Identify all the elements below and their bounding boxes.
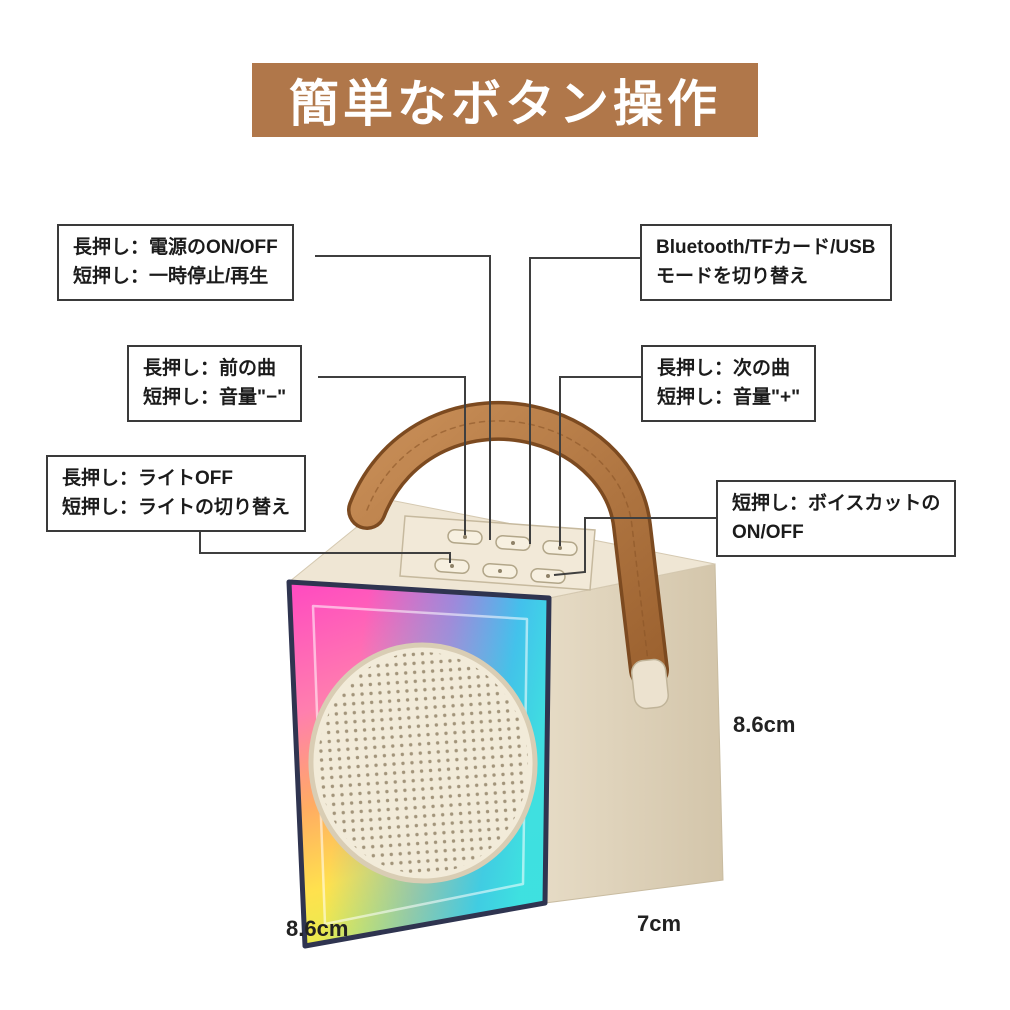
handle-clip	[631, 658, 669, 710]
callout-prev-line1: 長押し：前の曲	[143, 358, 277, 379]
callout-power: 長押し：電源のON/OFF 短押し：一時停止/再生	[57, 224, 294, 301]
callout-next-line1: 長押し：次の曲	[657, 358, 791, 379]
dimension-width-label: 8.6cm	[286, 916, 349, 941]
dimension-height-label: 8.6cm	[733, 712, 796, 737]
speaker-illustration	[286, 400, 724, 949]
dimension-depth-label: 7cm	[637, 911, 682, 936]
callout-voice-line2: ON/OFF	[732, 521, 804, 543]
callout-mode-line1: Bluetooth/TFカード/USB	[656, 237, 876, 258]
speaker-grille	[308, 642, 538, 884]
callout-prev-line2: 短押し：音量"−"	[143, 386, 287, 408]
callout-power-line2: 短押し：一時停止/再生	[73, 265, 269, 287]
callout-previous-song: 長押し：前の曲 短押し：音量"−"	[127, 345, 303, 422]
front-panel-inner-frame	[311, 604, 529, 926]
callout-next-song: 長押し：次の曲 短押し：音量"+"	[641, 345, 817, 422]
callout-light: 長押し：ライトOFF 短押し：ライトの切り替え	[46, 455, 307, 532]
speaker-front-panel	[286, 579, 552, 949]
callout-mode-line2: モードを切り替え	[656, 265, 809, 287]
callout-next-line2: 短押し：音量"+"	[657, 386, 801, 408]
callout-light-line1: 長押し：ライトOFF	[62, 468, 233, 489]
callout-mode: Bluetooth/TFカード/USB モードを切り替え	[640, 224, 892, 301]
callout-light-line2: 短押し：ライトの切り替え	[62, 496, 291, 518]
title-banner: 簡単なボタン操作	[252, 63, 758, 137]
front-panel-outline	[286, 579, 552, 949]
callout-voice-line1: 短押し：ボイスカットの	[732, 493, 941, 514]
callout-voice-cut: 短押し：ボイスカットの ON/OFF	[716, 480, 957, 557]
callout-power-line1: 長押し：電源のON/OFF	[73, 237, 278, 258]
